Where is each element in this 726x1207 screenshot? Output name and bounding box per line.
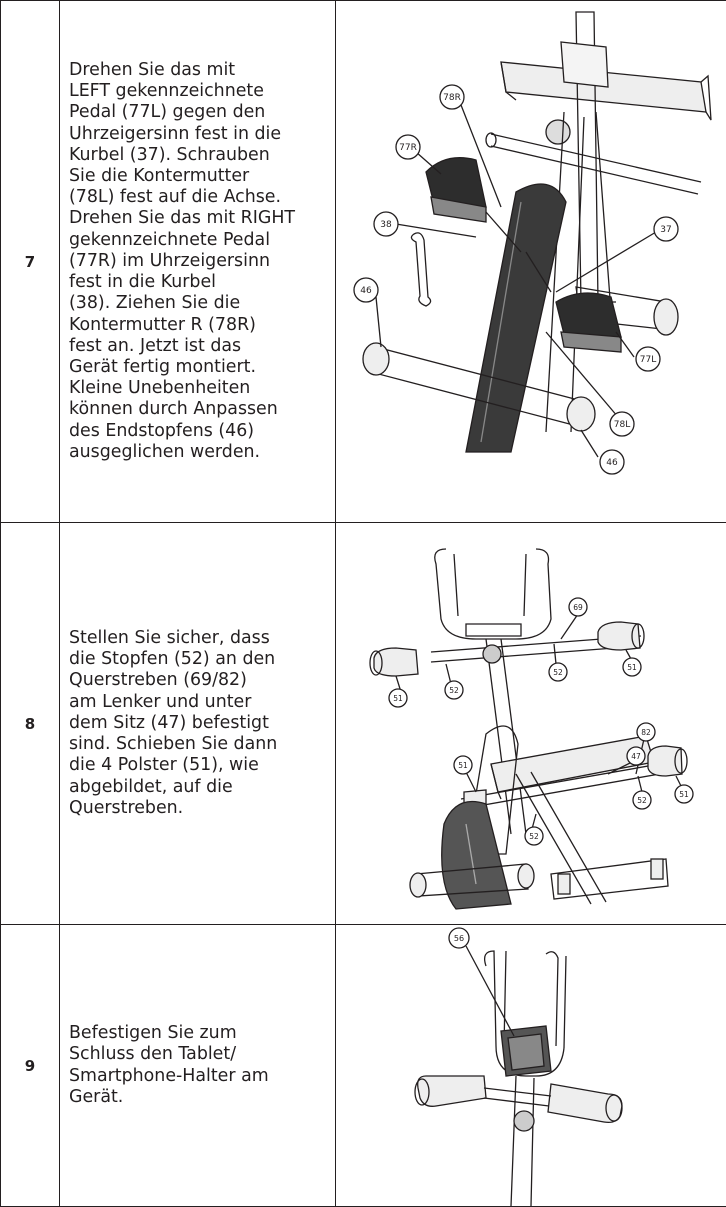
callout-label: 38 bbox=[380, 220, 392, 230]
callout-label: 52 bbox=[637, 796, 647, 805]
callout-label: 37 bbox=[660, 225, 671, 235]
callout-label: 46 bbox=[360, 286, 372, 296]
step-number: 7 bbox=[1, 1, 60, 523]
step-illustration-8: 69 51 52 52 51 82 47 51 52 52 51 bbox=[336, 523, 726, 925]
step-instruction: Drehen Sie das mit LEFT gekennzeichnete … bbox=[60, 1, 336, 523]
step-instruction-text: Stellen Sie sicher, dass die Stopfen (52… bbox=[69, 628, 335, 819]
callout-label: 78L bbox=[614, 420, 630, 430]
step-instruction: Befestigen Sie zum Schluss den Tablet/ S… bbox=[60, 925, 336, 1207]
step-illustration-9: 56 bbox=[336, 925, 726, 1207]
step-row-9: 9 Befestigen Sie zum Schluss den Tablet/… bbox=[1, 925, 726, 1207]
callout-label: 46 bbox=[606, 458, 618, 468]
step-instruction-text: Drehen Sie das mit LEFT gekennzeichnete … bbox=[69, 60, 335, 463]
step-number: 8 bbox=[1, 523, 60, 925]
callout-label: 51 bbox=[679, 790, 689, 799]
step-row-8: 8 Stellen Sie sicher, dass die Stopfen (… bbox=[1, 523, 726, 925]
callout-label: 78R bbox=[443, 93, 461, 103]
callout-label: 56 bbox=[454, 934, 464, 943]
callout-label: 52 bbox=[553, 668, 563, 677]
step-illustration-7: 78R 77R 38 37 46 77L 78L 46 bbox=[336, 1, 726, 523]
step-instruction-text: Befestigen Sie zum Schluss den Tablet/ S… bbox=[69, 1023, 335, 1108]
callout-label: 77R bbox=[399, 143, 417, 153]
step-row-7: 7 Drehen Sie das mit LEFT gekennzeichnet… bbox=[1, 1, 726, 523]
callout-label: 82 bbox=[641, 728, 651, 737]
callout-label: 47 bbox=[631, 752, 641, 761]
callout-label: 77L bbox=[640, 355, 656, 365]
callout-label: 52 bbox=[529, 832, 539, 841]
exercise-bike-padding-drawing: 69 51 52 52 51 82 47 51 52 52 51 bbox=[336, 524, 726, 924]
callout-label: 52 bbox=[449, 686, 459, 695]
callout-label: 51 bbox=[627, 663, 637, 672]
step-instruction: Stellen Sie sicher, dass die Stopfen (52… bbox=[60, 523, 336, 925]
tablet-holder-drawing: 56 bbox=[336, 926, 726, 1206]
callout-label: 69 bbox=[573, 603, 583, 612]
callout-label: 51 bbox=[458, 761, 468, 770]
exercise-bike-pedal-drawing: 78R 77R 38 37 46 77L 78L 46 bbox=[336, 2, 726, 522]
callout-label: 51 bbox=[393, 694, 403, 703]
step-number: 9 bbox=[1, 925, 60, 1207]
